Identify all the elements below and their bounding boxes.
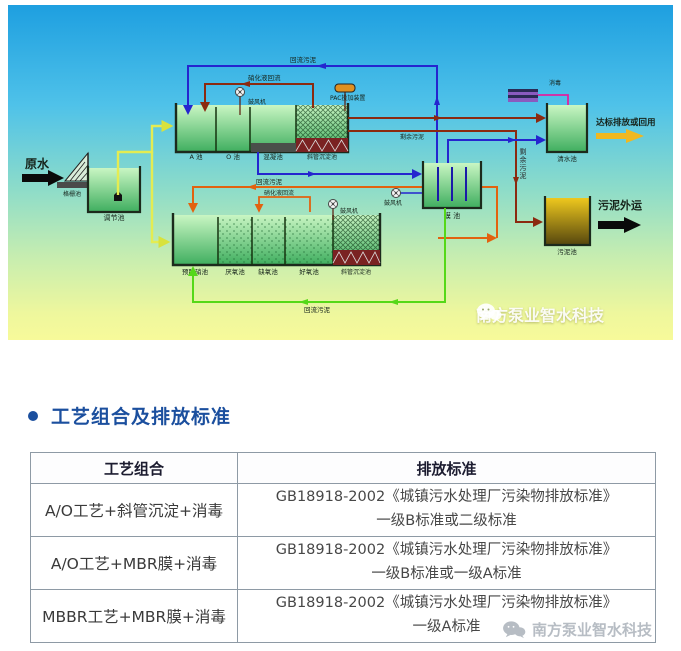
label-membrane-tank: 膜 池 (444, 211, 460, 220)
process-cell: A/O工艺+斜管沉淀+消毒 (30, 483, 238, 537)
disinfection-unit-shape (508, 89, 538, 102)
lower-train-tank-shape (171, 213, 382, 267)
label-sludge-out: 污泥外运 (598, 198, 642, 212)
label-excess-sludge-h: 剩余污泥 (400, 133, 424, 141)
table-row: MBBR工艺+MBR膜+消毒 GB18918-2002《城镇污水处理厂污染物排放… (30, 589, 656, 643)
label-anaerobic: 厌氧池 (225, 267, 245, 276)
nitrified-recycle-line-top (200, 83, 314, 112)
wechat-icon (477, 303, 502, 322)
process-flow-diagram: 原水 格栅池 调节池 (8, 5, 673, 340)
wechat-icon (503, 620, 526, 638)
arrowhead (241, 81, 250, 87)
process-cell: MBBR工艺+MBR膜+消毒 (30, 589, 238, 643)
arrowhead (508, 137, 516, 143)
col-header-process: 工艺组合 (30, 452, 238, 484)
label-return-sludge-mid: 回流污泥 (256, 177, 283, 186)
standard-line1: GB18918-2002《城镇污水处理厂污染物排放标准》 (275, 489, 618, 506)
label-nitrified-top: 硝化液回流 (248, 73, 281, 82)
return-sludge-line-top (183, 65, 438, 163)
arrowhead (299, 299, 308, 305)
sludge-out-arrow (598, 217, 641, 233)
col-header-standard: 排放标准 (237, 452, 656, 484)
section-title-block: 工艺组合及排放标准 (28, 402, 231, 429)
label-tank-a: A 池 (189, 152, 203, 161)
arrowhead (434, 115, 442, 121)
process-cell: A/O工艺+MBR膜+消毒 (30, 536, 238, 590)
label-blower-1: 鼓风机 (248, 98, 266, 106)
table-watermark: 南方泵业智水科技 (502, 619, 652, 640)
standard-line2: 一级A标准 (412, 619, 481, 635)
membrane-tank-shape (421, 161, 483, 210)
label-pre-denitrification: 预脱硝池 (182, 267, 209, 276)
label-oxic: 好氧池 (299, 267, 319, 276)
arrowhead (389, 299, 398, 305)
label-return-sludge-bottom: 回流污泥 (304, 305, 331, 314)
sludge-tank-shape (543, 196, 592, 247)
label-clear-water-tank: 清水池 (557, 154, 577, 163)
label-discharge: 达标排放或回用 (596, 117, 656, 128)
arrowhead (247, 184, 256, 190)
arrowhead (513, 177, 519, 185)
upper-train-tank-shape (174, 103, 350, 154)
clear-water-tank-shape (545, 103, 589, 154)
label-inclined-tube-tank-1: 斜管沉淀池 (307, 153, 337, 161)
arrowhead (316, 63, 326, 69)
nitrified-recycle-line-mid (254, 196, 311, 213)
standards-table: 工艺组合 排放标准 A/O工艺+斜管沉淀+消毒 GB18918-2002《城镇污… (30, 452, 656, 643)
raw-water-arrow (22, 170, 64, 186)
excess-sludge-line (348, 130, 543, 227)
page-title: 工艺组合及排放标准 (51, 406, 232, 428)
discharge-arrow (596, 129, 644, 143)
label-blower-2: 鼓风机 (340, 207, 358, 215)
label-nitrified-mid: 硝化液回流 (264, 189, 294, 197)
blower-3-icon (391, 188, 422, 198)
feed-line-lower (150, 152, 171, 248)
arrowhead (308, 171, 316, 177)
label-pac: PAC投加装置 (330, 94, 365, 102)
regulating-tank-shape (86, 166, 142, 214)
label-anoxic: 缺氧池 (258, 267, 278, 276)
label-regulating-tank: 调节池 (104, 213, 125, 222)
standard-line1: GB18918-2002《城镇污水处理厂污染物排放标准》 (275, 595, 618, 612)
table-row: A/O工艺+斜管沉淀+消毒 GB18918-2002《城镇污水处理厂污染物排放标… (30, 483, 656, 537)
label-raw-water: 原水 (25, 156, 50, 171)
table-watermark-text: 南方泵业智水科技 (532, 621, 653, 639)
label-tank-o: O 池 (226, 152, 240, 161)
label-return-sludge-top: 回流污泥 (290, 55, 317, 64)
standard-cell: GB18918-2002《城镇污水处理厂污染物排放标准》 一级A标准 (237, 589, 656, 643)
standard-cell: GB18918-2002《城镇污水处理厂污染物排放标准》 一级B标准或一级A标准 (237, 536, 656, 590)
label-excess-sludge-v: 剩余污泥 (519, 148, 527, 180)
diagram-watermark: 南方泵业智水科技 (476, 302, 604, 326)
blower-2-icon (328, 199, 338, 220)
label-inclined-tube-tank-2: 斜管沉淀池 (341, 268, 371, 276)
standard-line2: 一级B标准或二级标准 (376, 513, 517, 529)
diagram-watermark-text: 南方泵业智水科技 (476, 306, 605, 325)
table-row: A/O工艺+MBR膜+消毒 GB18918-2002《城镇污水处理厂污染物排放标… (30, 536, 656, 590)
label-coagulation-tank: 混凝池 (263, 152, 283, 161)
return-sludge-line-mid (188, 186, 498, 238)
label-blower-3: 鼓风机 (384, 199, 402, 207)
pac-dosing-icon (334, 83, 356, 111)
table-header-row: 工艺组合 排放标准 (30, 452, 656, 484)
label-screen: 格栅池 (63, 190, 81, 198)
blower-1-icon (235, 87, 245, 115)
label-sludge-tank: 污泥池 (557, 247, 577, 256)
standard-cell: GB18918-2002《城镇污水处理厂污染物排放标准》 一级B标准或二级标准 (237, 483, 656, 537)
process-flow-svg: 原水 格栅池 调节池 (8, 5, 673, 340)
membrane-feed-line (257, 152, 422, 179)
standard-line1: GB18918-2002《城镇污水处理厂污染物排放标准》 (275, 542, 618, 559)
bullet-icon (28, 410, 38, 421)
standard-line2: 一级B标准或一级A标准 (371, 566, 522, 582)
arrowhead (434, 96, 440, 105)
return-sludge-line-bottom (188, 208, 446, 303)
label-disinfect: 消毒 (549, 79, 561, 87)
